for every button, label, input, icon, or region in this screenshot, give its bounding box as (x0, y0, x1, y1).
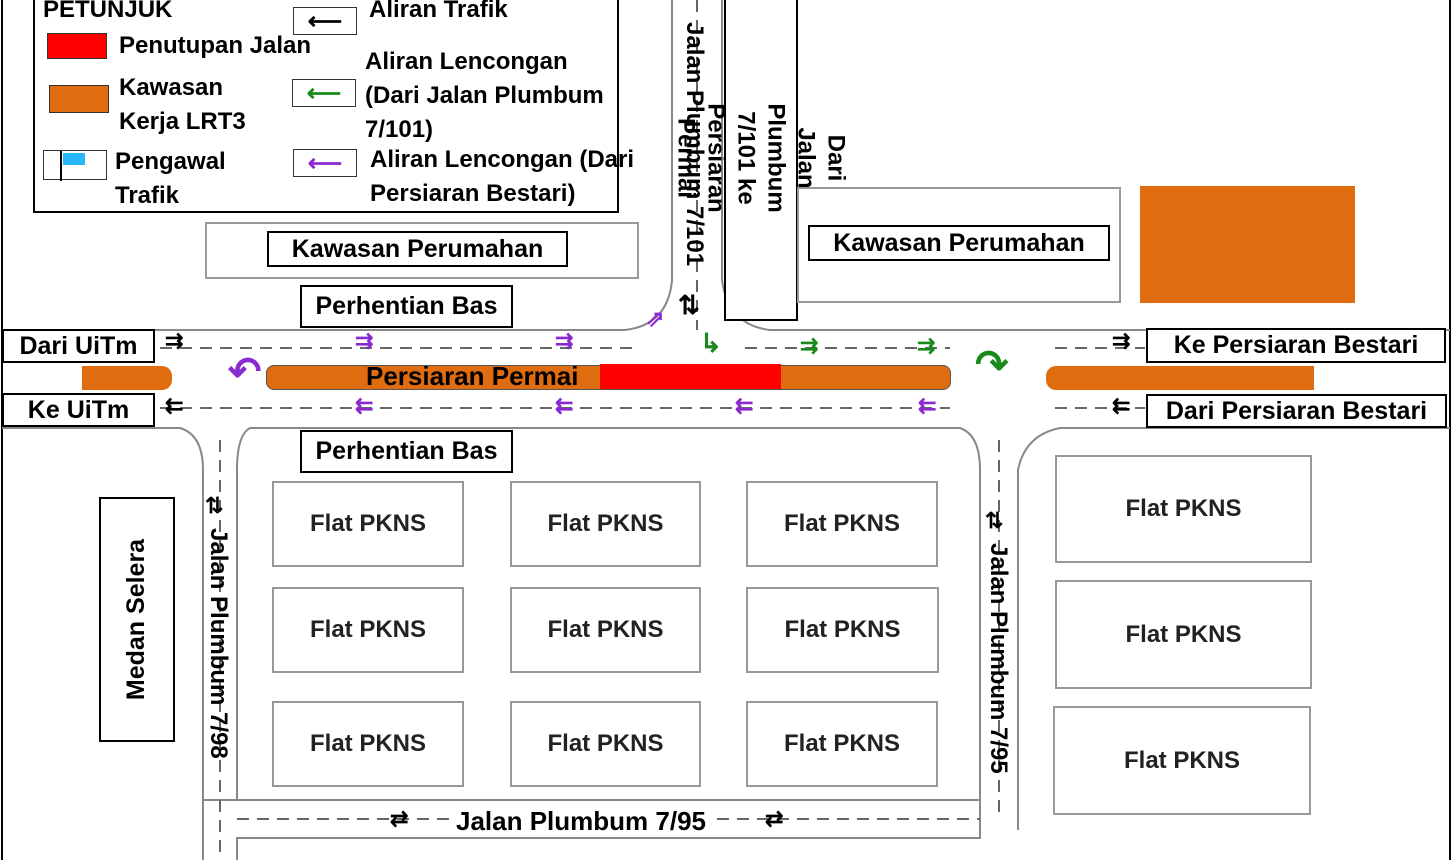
road-label-persiaran-permai: Persiaran Permai (366, 361, 579, 391)
flat-building: Flat PKNS (272, 701, 464, 787)
legend-traffic-warden: Pengawal Trafik (115, 148, 226, 209)
work-zone-swatch (49, 85, 109, 113)
legend-detour-green: Aliran Lencongan (Dari Jalan Plumbum 7/1… (365, 48, 604, 143)
to-bestari-label: Ke Persiaran Bestari (1146, 328, 1446, 363)
bus-stop-top: Perhentian Bas (300, 285, 513, 328)
turn-right-green-icon: ↳ (700, 328, 722, 358)
arrow-left-green-icon: ⟵ (292, 79, 356, 107)
to-uitm-label: Ke UiTm (2, 393, 155, 427)
legend-title: PETUNJUK (43, 0, 173, 23)
arrow-right-icon: ⇉ (1112, 328, 1131, 353)
arrow-left-black-icon: ⟵ (293, 7, 357, 35)
arrow-right-purple-icon: ⇉ (555, 328, 574, 353)
medan-selera-box: Medan Selera (99, 497, 175, 742)
from-bestari-label: Dari Persiaran Bestari (1146, 394, 1447, 428)
flat-building: Flat PKNS (510, 587, 701, 673)
flat-building: Flat PKNS (1055, 580, 1312, 689)
flat-building: Flat PKNS (272, 587, 464, 673)
road-closure-zone (600, 364, 781, 389)
median-work-zone-1 (82, 366, 172, 390)
arrow-left-icon: ⇇ (165, 393, 184, 418)
housing-label-right: Kawasan Perumahan (808, 225, 1110, 261)
arrow-left-purple-icon: ⇇ (735, 393, 754, 418)
two-way-arrow-icon: ⇅ (205, 493, 224, 518)
arrow-left-purple-icon: ⇇ (555, 393, 574, 418)
legend: PETUNJUK Penutupan Jalan Kawasan Kerja L… (33, 0, 634, 213)
medan-selera-label: Medan Selera (122, 538, 151, 701)
u-turn-purple-icon: ↶ (228, 350, 262, 394)
median-work-zone-3 (1046, 366, 1314, 390)
legend-road-closure: Penutupan Jalan (119, 32, 312, 59)
arrow-left-purple-icon: ⟵ (293, 149, 357, 177)
flat-building: Flat PKNS (746, 587, 939, 673)
flat-building: Flat PKNS (1053, 706, 1311, 815)
road-label-plumbum-7-98: Jalan Plumbum 7/98 (205, 528, 232, 759)
from-plumbum-box: Dari Jalan Plumbum 7/101 ke Persiaran Pe… (673, 0, 850, 321)
flat-building: Flat PKNS (746, 701, 938, 787)
flat-building: Flat PKNS (272, 481, 464, 567)
road-label-plumbum-7-95-right: Jalan Plumbum 7/95 (985, 543, 1012, 774)
u-turn-green-icon: ↷ (975, 343, 1009, 387)
arrow-left-purple-icon: ⇇ (355, 393, 374, 418)
arrow-right-purple-icon: ⇉ (355, 328, 374, 353)
two-way-arrow-icon: ⇅ (678, 290, 700, 320)
flat-building: Flat PKNS (1055, 455, 1312, 563)
arrow-right-icon: ⇉ (165, 328, 184, 353)
bus-stop-bottom: Perhentian Bas (300, 430, 513, 473)
arrow-left-purple-icon: ⇇ (918, 393, 937, 418)
lrt3-work-zone-block (1140, 186, 1355, 303)
legend-detour-purple: Aliran Lencongan (Dari Persiaran Bestari… (370, 146, 635, 207)
housing-label-left: Kawasan Perumahan (267, 231, 568, 267)
traffic-warden-icon (43, 150, 107, 181)
flat-building: Flat PKNS (510, 481, 701, 567)
two-way-horizontal-arrow-icon: ⇄ (390, 806, 409, 831)
road-label-plumbum-7-95-bottom: Jalan Plumbum 7/95 (452, 806, 710, 837)
arrow-right-green-icon: ⇉ (917, 333, 936, 358)
arrow-diagonal-purple-icon: ⇗ (646, 306, 665, 331)
legend-work-zone: Kawasan Kerja LRT3 (119, 74, 246, 135)
from-uitm-label: Dari UiTm (2, 329, 155, 363)
arrow-right-green-icon: ⇉ (800, 333, 819, 358)
legend-traffic-flow: Aliran Trafik (369, 0, 508, 23)
two-way-arrow-icon: ⇅ (985, 508, 1004, 533)
road-closure-swatch (47, 33, 107, 59)
arrow-left-icon: ⇇ (1112, 393, 1131, 418)
flat-building: Flat PKNS (746, 481, 938, 567)
flat-building: Flat PKNS (510, 701, 701, 787)
two-way-horizontal-arrow-icon: ⇄ (765, 806, 784, 831)
